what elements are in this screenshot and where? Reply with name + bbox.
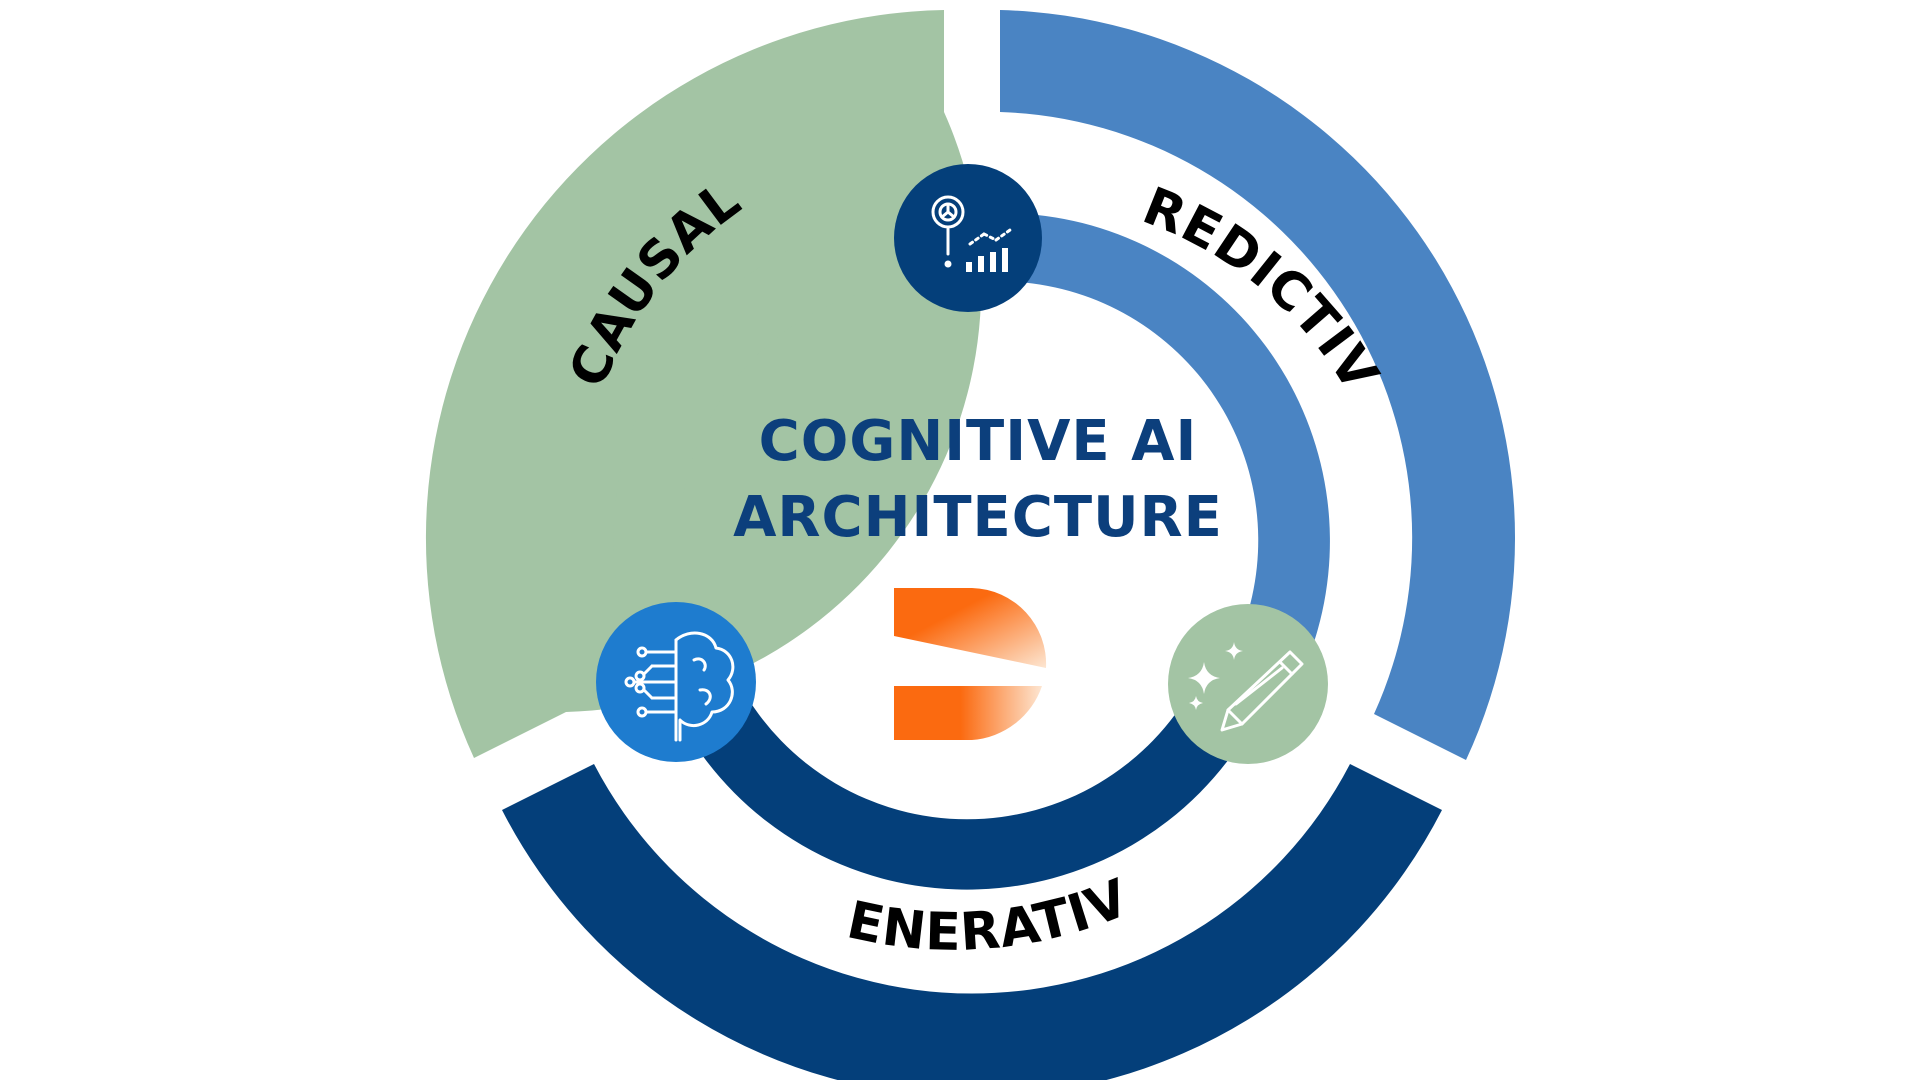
logo-bottom-shape bbox=[894, 686, 1042, 740]
inner-ring bbox=[613, 214, 1330, 890]
logo-top-shape bbox=[894, 588, 1047, 668]
brand-logo bbox=[894, 588, 1047, 740]
segment-predictive-outer bbox=[1000, 10, 1516, 760]
segment-causal-inner bbox=[613, 214, 916, 620]
sparkle-pencil-icon bbox=[1168, 604, 1328, 764]
analytics-icon bbox=[894, 164, 1042, 312]
title-line-2: ARCHITECTURE bbox=[733, 485, 1223, 550]
title-line-1: COGNITIVE AI bbox=[759, 409, 1198, 474]
segment-predictive-inner bbox=[1018, 214, 1330, 648]
segment-generative-inner bbox=[682, 685, 1252, 890]
segment-generative-outer bbox=[502, 764, 1442, 1080]
ai-brain-icon bbox=[596, 602, 756, 762]
